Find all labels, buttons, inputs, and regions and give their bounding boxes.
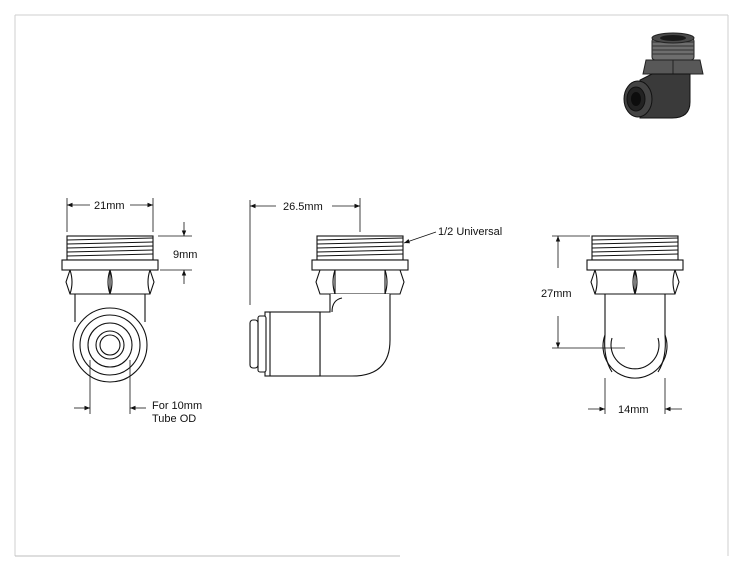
- end-view: [586, 235, 684, 379]
- dim-front-width: [66, 198, 154, 232]
- dim-end-height-label: 27mm: [541, 288, 572, 300]
- iso-preview-image: [615, 32, 715, 125]
- tube-note-line2: Tube OD: [152, 413, 196, 425]
- thread-callout-label: 1/2 Universal: [438, 226, 502, 238]
- front-view: [61, 235, 159, 383]
- dim-end-height: [552, 235, 625, 349]
- dim-front-width-label: 21mm: [94, 200, 125, 212]
- dim-side-width: [249, 198, 361, 305]
- dim-tube-od: [74, 360, 146, 414]
- dim-thread-height-label: 9mm: [173, 249, 197, 261]
- dim-side-width-label: 26.5mm: [283, 201, 323, 213]
- dim-end-width: [588, 378, 682, 414]
- tube-note-line1: For 10mm: [152, 400, 202, 412]
- dim-thread-height: [158, 222, 192, 284]
- sheet-border: [14, 14, 729, 557]
- thread-callout: [403, 231, 437, 244]
- dim-end-width-label: 14mm: [618, 404, 649, 416]
- side-view: [249, 235, 409, 377]
